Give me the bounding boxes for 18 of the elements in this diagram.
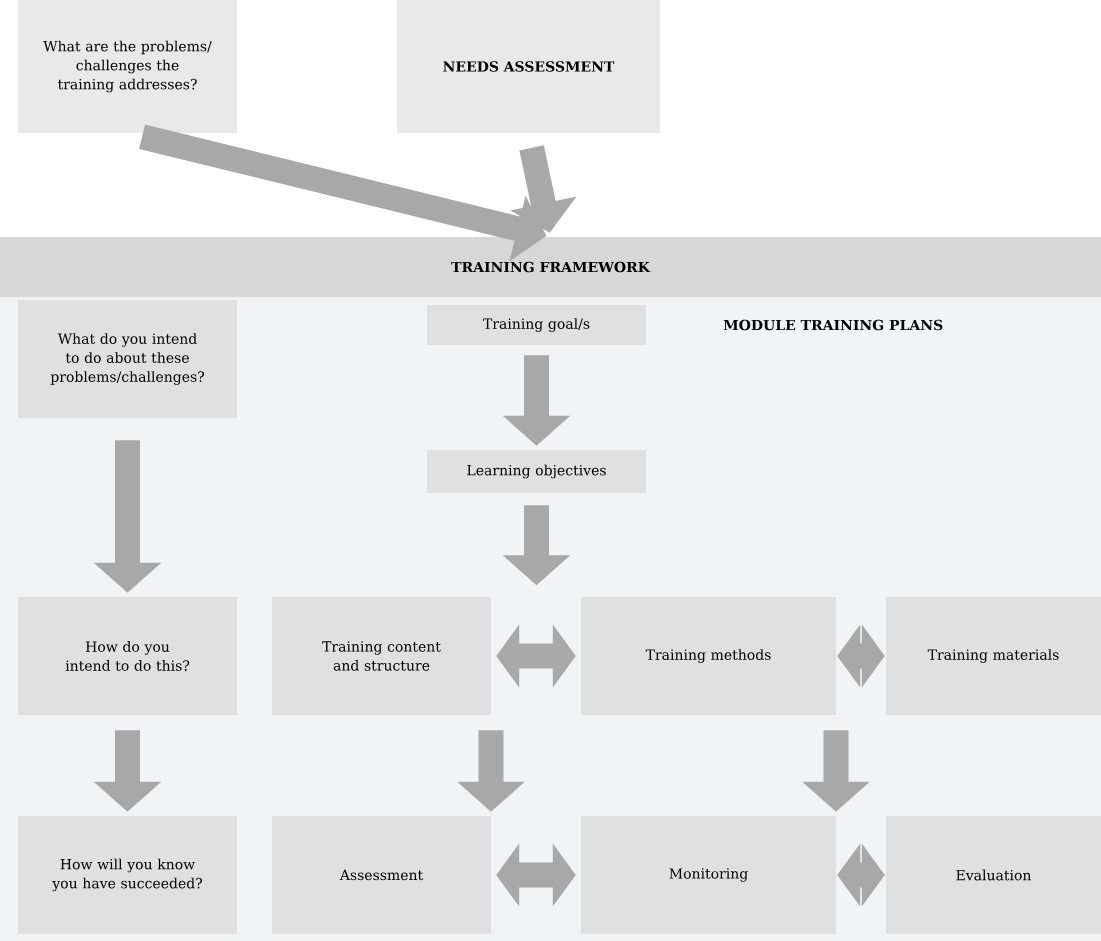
block-arrow [496, 843, 576, 907]
question-box: How do you intend to do this? [18, 597, 237, 715]
process-box: Training content and structure [272, 597, 491, 715]
section-heading: MODULE TRAINING PLANS [723, 319, 943, 331]
question-box: What do you intend to do about these problems/challenges? [18, 300, 237, 418]
process-box: Training materials [886, 597, 1101, 715]
process-box: Monitoring [581, 816, 836, 934]
block-arrow [837, 624, 885, 688]
process-box: Evaluation [886, 816, 1101, 934]
block-arrow [837, 843, 885, 907]
process-box: Training goal/s [427, 305, 646, 345]
process-box: Learning objectives [427, 450, 646, 493]
process-box: Training methods [581, 597, 836, 715]
process-box: Assessment [272, 816, 491, 934]
block-arrow [496, 624, 576, 688]
question-box: How will you know you have succeeded? [18, 816, 237, 934]
question-box: What are the problems/ challenges the training addresses? [18, 0, 237, 133]
heading-box: NEEDS ASSESSMENT [397, 0, 660, 133]
